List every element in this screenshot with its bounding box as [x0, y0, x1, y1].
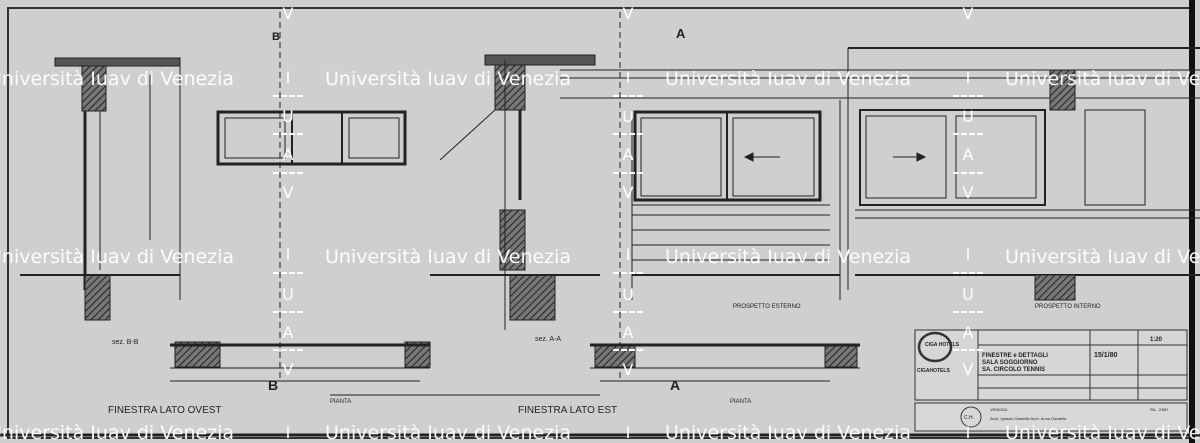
watermark-dash: [613, 349, 643, 351]
watermark-text: Università Iuav di Venezia: [1005, 422, 1200, 443]
watermark-text: Università Iuav di Venezia: [325, 422, 572, 443]
watermark-letter: I: [625, 245, 631, 264]
marker-b-top: B: [272, 31, 280, 43]
watermark-letter: I: [965, 245, 971, 264]
watermark-letter: A: [622, 323, 634, 342]
watermark-dash: [953, 95, 983, 97]
watermark-dash: [273, 272, 303, 274]
watermark-dash: [273, 311, 303, 313]
plan-label-right: PIANTA: [730, 399, 751, 405]
watermark-letter: A: [962, 145, 974, 164]
watermark-letter: A: [282, 145, 294, 164]
watermark-dash: [953, 133, 983, 135]
title-block: [914, 329, 1188, 432]
watermark-letter: V: [282, 360, 294, 379]
marker-a-top: A: [676, 26, 686, 41]
watermark-dash: [273, 133, 303, 135]
watermark-letter: V: [962, 4, 974, 23]
watermark-dash: [273, 95, 303, 97]
watermark-letter: U: [622, 107, 634, 126]
interior-elevation-label: PROSPETTO INTERNO: [1035, 304, 1101, 310]
watermark-text: Università Iuav di Venezia: [1005, 246, 1200, 268]
watermark-letter: U: [962, 107, 974, 126]
watermark-dash: [273, 172, 303, 174]
watermark-letter: U: [962, 285, 974, 304]
watermark-letter: I: [965, 423, 971, 442]
watermark-dash: [953, 272, 983, 274]
watermark-letter: I: [625, 68, 631, 87]
exterior-elevation-label: PROSPETTO ESTERNO: [733, 304, 801, 310]
drawing-date: 15/1/80: [1094, 352, 1117, 359]
company-name: CIGAHOTELS: [917, 368, 950, 374]
stamp-text: C.H.: [964, 415, 974, 421]
city: VENEZIA: [990, 407, 1007, 412]
subject-line-3: SA. CIRCOLO TENNIS: [982, 367, 1045, 373]
subject-line-2: SALA SOGGIORNO: [982, 360, 1038, 366]
watermark-dash: [953, 172, 983, 174]
watermark-dash: [613, 311, 643, 313]
watermark-dash: [953, 349, 983, 351]
watermark-letter: I: [965, 68, 971, 87]
reference: RIL. 2/987: [1150, 407, 1169, 412]
watermark-letter: V: [622, 4, 634, 23]
watermark-text: Università Iuav di Venezia: [665, 246, 912, 268]
watermark-letter: U: [622, 285, 634, 304]
watermark-text: Università Iuav di Venezia: [0, 422, 235, 443]
logo-text: CIGA HOTELS: [925, 342, 960, 348]
watermark-letter: V: [622, 360, 634, 379]
plan-east: [590, 343, 860, 382]
watermark-letter: U: [282, 107, 294, 126]
watermark-dash: [613, 272, 643, 274]
section-a-label: sez. A-A: [535, 336, 561, 343]
plan-label-left: PIANTA: [330, 399, 351, 405]
watermark-letter: I: [625, 423, 631, 442]
watermark-text: Università Iuav di Venezia: [0, 68, 235, 90]
window-elevation-west: [216, 12, 407, 380]
watermark-letter: A: [962, 323, 974, 342]
watermark-text: Università Iuav di Venezia: [325, 246, 572, 268]
watermark-letter: U: [282, 285, 294, 304]
drawing-scale: 1:20: [1150, 337, 1163, 343]
left-title: FINESTRA LATO OVEST: [108, 405, 222, 416]
section-a-a: [430, 54, 600, 330]
exterior-elevation: [560, 69, 1200, 300]
watermark-letter: V: [622, 183, 634, 202]
watermark-dash: [613, 133, 643, 135]
watermark-text: Università Iuav di Venezia: [665, 68, 912, 90]
watermark-dash: [613, 95, 643, 97]
watermark-letter: A: [622, 145, 634, 164]
watermark-dash: [953, 311, 983, 313]
architects: Arch. Ignazio Gardella Arch. Anna Gardel…: [990, 416, 1067, 421]
watermark-text: Università Iuav di Venezia: [665, 422, 912, 443]
watermark-text: Università Iuav di Venezia: [1005, 68, 1200, 90]
right-title: FINESTRA LATO EST: [518, 405, 617, 416]
marker-b-bottom: B: [268, 377, 278, 393]
watermark-dash: [273, 349, 303, 351]
marker-a-bottom: A: [670, 377, 680, 393]
watermark-text: Università Iuav di Venezia: [0, 246, 235, 268]
plan-west: [170, 341, 600, 396]
section-b-b: [20, 57, 181, 321]
ciga-logo: [917, 331, 953, 363]
subject-line-1: FINESTRE e DETTAGLI: [982, 353, 1048, 359]
watermark-letter: V: [282, 183, 294, 202]
watermark-letter: A: [282, 323, 294, 342]
section-b-label: sez. B-B: [112, 339, 139, 346]
watermark-text: Università Iuav di Venezia: [325, 68, 572, 90]
watermark-letter: I: [285, 68, 291, 87]
watermark-letter: V: [962, 183, 974, 202]
watermark-letter: V: [282, 4, 294, 23]
watermark-letter: V: [962, 360, 974, 379]
watermark-dash: [613, 172, 643, 174]
watermark-letter: I: [285, 245, 291, 264]
watermark-letter: I: [285, 423, 291, 442]
interior-elevation: [619, 12, 1200, 380]
